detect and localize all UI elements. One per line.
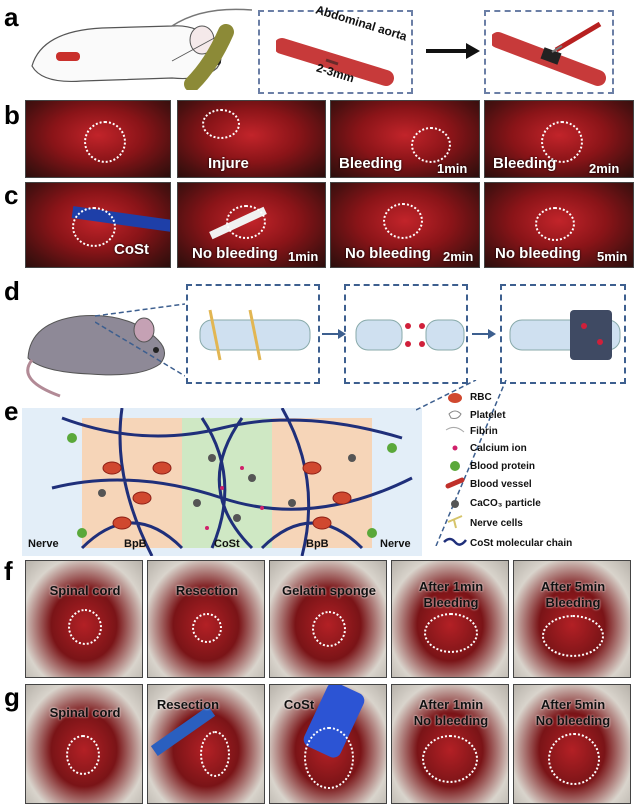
panel-label-c: c bbox=[4, 180, 19, 210]
photo-f-5-label: After 5min Bleeding bbox=[540, 579, 606, 610]
photo-g-2-label: Resection bbox=[156, 697, 220, 712]
photo-f-3: Gelatin sponge bbox=[269, 560, 387, 678]
photo-c-2: No bleeding 1min bbox=[177, 182, 326, 268]
spine-illustration bbox=[184, 24, 234, 90]
panel-label-b: b bbox=[4, 100, 20, 130]
region-label-nerve-right: Nerve bbox=[380, 538, 411, 550]
photo-g-2: Resection bbox=[147, 684, 265, 804]
photo-g-4: After 1min No bleeding bbox=[391, 684, 509, 804]
legend-calcium-ion: Calcium ion bbox=[470, 443, 527, 454]
legend-nerve-cells: Nerve cells bbox=[470, 518, 523, 529]
legend-rbc: RBC bbox=[470, 392, 492, 403]
legend-platelet: Platelet bbox=[470, 410, 506, 421]
region-label-bpb-right: BpB bbox=[306, 538, 329, 550]
legend-blood-protein: Blood protein bbox=[470, 461, 535, 472]
photo-c-4: No bleeding 5min bbox=[484, 182, 634, 268]
treated-cord-drawing bbox=[509, 310, 621, 360]
panel-label-f: f bbox=[4, 556, 13, 586]
photo-b-3-time: 1min bbox=[437, 161, 468, 176]
legend-fibrin: Fibrin bbox=[470, 426, 498, 437]
panel-label-g: g bbox=[4, 682, 20, 712]
photo-b-2: Injure bbox=[177, 100, 326, 178]
photo-c-3-time: 2min bbox=[443, 249, 474, 264]
photo-b-1 bbox=[25, 100, 171, 178]
region-label-nerve-left: Nerve bbox=[28, 538, 59, 550]
treated-aorta-box bbox=[484, 10, 614, 94]
photo-b-4: Bleeding 2min bbox=[484, 100, 634, 178]
aorta-zoom-box bbox=[258, 10, 413, 94]
photo-c-4-time: 5min bbox=[597, 249, 628, 264]
region-label-cost: CoSt bbox=[214, 538, 240, 550]
photo-c-3-label: No bleeding bbox=[345, 245, 431, 262]
spinal-cord-drawing bbox=[199, 309, 311, 361]
aorta-illustration bbox=[276, 38, 394, 86]
photo-c-1: CoSt bbox=[25, 182, 171, 268]
photo-f-4-label: After 1min Bleeding bbox=[418, 579, 484, 610]
photo-b-2-label: Injure bbox=[208, 155, 249, 172]
photo-g-3-label: CoSt bbox=[283, 697, 315, 712]
photo-f-1: Spinal cord bbox=[25, 560, 143, 678]
panel-label-a: a bbox=[4, 2, 19, 32]
photo-f-4: After 1min Bleeding bbox=[391, 560, 509, 678]
arrow-icon bbox=[426, 43, 480, 59]
photo-g-4-label: After 1min No bleeding bbox=[413, 697, 489, 728]
photo-c-3: No bleeding 2min bbox=[330, 182, 480, 268]
spinal-cord-treated-box bbox=[500, 284, 626, 384]
photo-f-1-label: Spinal cord bbox=[49, 583, 121, 598]
legend-cost-chain: CoSt molecular chain bbox=[470, 538, 573, 549]
region-label-bpb-left: BpB bbox=[124, 538, 147, 550]
photo-g-1: Spinal cord bbox=[25, 684, 143, 804]
legend-connector-lines bbox=[416, 380, 507, 546]
legend-caco3: CaCO₃ particle bbox=[470, 498, 541, 509]
photo-g-1-label: Spinal cord bbox=[49, 705, 121, 720]
photo-c-4-label: No bleeding bbox=[495, 245, 581, 262]
arrow-icon-1 bbox=[322, 329, 346, 339]
legend-symbols bbox=[443, 393, 467, 546]
legend-blood-vessel: Blood vessel bbox=[470, 479, 532, 490]
rat-drawing bbox=[26, 315, 165, 398]
photo-b-4-label: Bleeding bbox=[493, 155, 557, 172]
aorta-syringe-illustration bbox=[492, 21, 606, 86]
photo-b-4-time: 2min bbox=[589, 161, 620, 176]
photo-f-2: Resection bbox=[147, 560, 265, 678]
photo-g-5-label: After 5min No bleeding bbox=[535, 697, 611, 728]
spinal-cord-intact-box bbox=[186, 284, 320, 384]
photo-g-3: CoSt bbox=[269, 684, 387, 804]
photo-b-3-label: Bleeding bbox=[339, 155, 403, 172]
panel-label-e: e bbox=[4, 396, 19, 426]
photo-g-5: After 5min No bleeding bbox=[513, 684, 631, 804]
photo-f-2-label: Resection bbox=[175, 583, 239, 598]
arrow-icon-2 bbox=[472, 329, 496, 339]
photo-f-3-label: Gelatin sponge bbox=[282, 583, 376, 598]
photo-c-2-label: No bleeding bbox=[192, 245, 278, 262]
photo-c-2-time: 1min bbox=[288, 249, 319, 264]
resected-cord-drawing bbox=[355, 319, 465, 351]
photo-c-1-label: CoSt bbox=[114, 241, 149, 258]
mechanism-diagram bbox=[22, 408, 422, 556]
photo-b-3: Bleeding 1min bbox=[330, 100, 480, 178]
photo-f-5: After 5min Bleeding bbox=[513, 560, 631, 678]
panel-label-d: d bbox=[4, 276, 20, 306]
zoom-lines bbox=[95, 303, 185, 377]
